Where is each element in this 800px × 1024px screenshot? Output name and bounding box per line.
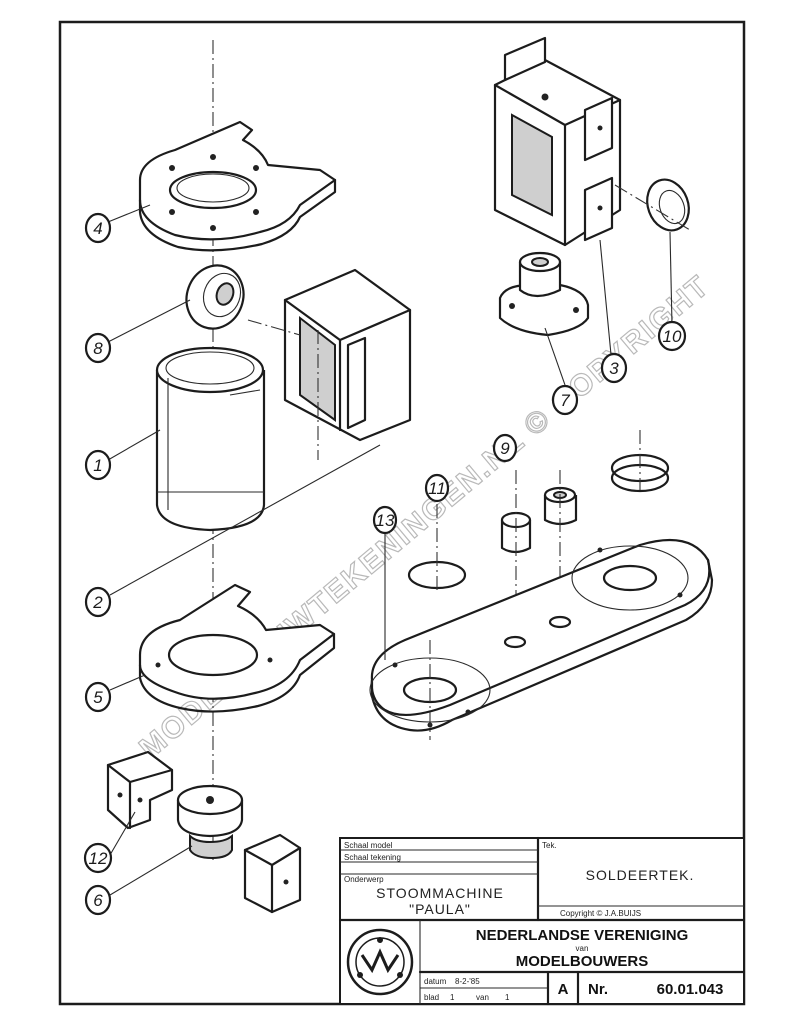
part-13-angle-bracket [243, 833, 302, 914]
callout-7-text: 7 [560, 391, 570, 410]
part-washers-and-bushings [407, 430, 670, 650]
callout-10-text: 10 [663, 327, 682, 346]
part-8-bearing [185, 264, 245, 330]
leader-lines [107, 204, 673, 896]
callout-10: 10 [657, 320, 687, 352]
part-6-piston [176, 784, 244, 860]
label-datum: datum [424, 977, 447, 986]
label-schaal-model: Schaal model [344, 841, 393, 850]
drawing-number: 60.01.043 [657, 981, 724, 998]
callout-2-text: 2 [92, 593, 103, 612]
callout-2: 2 [84, 586, 112, 618]
sheet-of-value: 1 [505, 993, 510, 1002]
title-block: Schaal model Schaal tekening Onderwerp S… [338, 836, 746, 1006]
callout-9: 9 [492, 433, 518, 463]
part-number-callouts: 4 8 1 2 5 12 6 3 7 10 9 11 13 [83, 212, 687, 916]
callout-9-text: 9 [500, 439, 510, 458]
part-10-crank-disc [614, 178, 691, 232]
sheet-value: 1 [450, 993, 455, 1002]
part-7-bearing-block [498, 251, 590, 337]
callout-7: 7 [551, 384, 579, 416]
callout-5: 5 [84, 681, 112, 713]
base-plate [369, 538, 714, 740]
label-van: van [476, 993, 489, 1002]
callout-11-text: 11 [428, 479, 446, 498]
label-tek: Tek. [542, 841, 557, 850]
org-line-3: MODELBOUWERS [516, 953, 649, 970]
label-nr: Nr. [588, 981, 608, 998]
copyright-line: Copyright © J.A.BUIJS [560, 909, 641, 918]
callout-1-text: 1 [93, 456, 102, 475]
org-line-2: van [576, 944, 589, 953]
callout-4-text: 4 [93, 219, 102, 238]
part-3-frame-box [493, 36, 622, 247]
callout-1: 1 [84, 449, 112, 481]
part-2-cover-block [247, 268, 412, 460]
label-onderwerp: Onderwerp [344, 875, 384, 884]
callout-6: 6 [84, 884, 112, 916]
subject-line-1: STOOMMACHINE [376, 885, 504, 901]
callout-8: 8 [84, 332, 112, 364]
org-line-1: NEDERLANDSE VERENIGING [476, 927, 689, 944]
label-blad: blad [424, 993, 439, 1002]
subject-line-2: "PAULA" [409, 901, 471, 917]
date-value: 8-2-'85 [455, 977, 480, 986]
part-5-lower-flange [138, 583, 336, 713]
label-schaal-tekening: Schaal tekening [344, 853, 401, 862]
callout-11: 11 [424, 473, 450, 503]
callout-3: 3 [600, 352, 628, 384]
part-1-cylinder [155, 346, 266, 532]
callout-13: 13 [372, 505, 398, 535]
callout-12: 12 [83, 842, 113, 874]
drawing-title: SOLDEERTEK. [586, 867, 695, 883]
callout-12-text: 12 [89, 849, 108, 868]
callout-3-text: 3 [609, 359, 619, 378]
paper-format: A [558, 981, 569, 998]
callout-4: 4 [84, 212, 112, 244]
callout-13-text: 13 [376, 511, 395, 530]
callout-6-text: 6 [93, 891, 103, 910]
part-12-bracket [106, 750, 174, 830]
part-4-upper-flange [138, 120, 337, 252]
callout-5-text: 5 [93, 688, 103, 707]
callout-8-text: 8 [93, 339, 103, 358]
nvm-logo-icon [346, 928, 414, 996]
